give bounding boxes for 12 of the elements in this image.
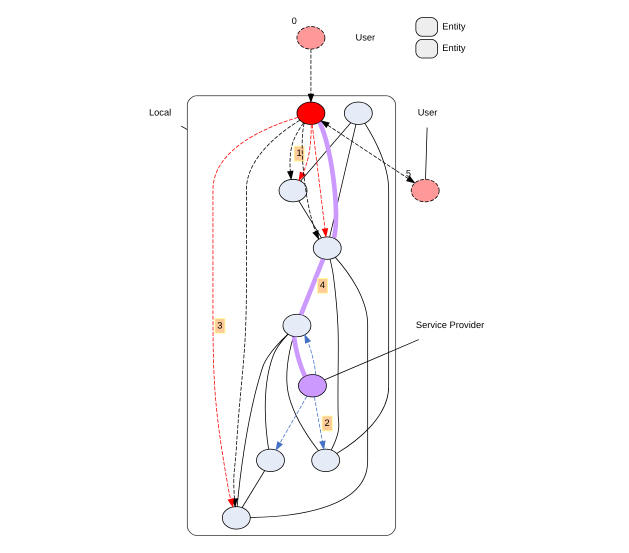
- label: User: [355, 32, 375, 42]
- node-text: Service Provider: [415, 320, 484, 330]
- node-text: User: [417, 108, 437, 118]
- legend-label: Entity: [442, 21, 466, 32]
- node-label: 5: [405, 168, 411, 179]
- legend-label: Entity: [442, 43, 466, 54]
- node-text: Local: [148, 108, 171, 118]
- edge-label: 1: [296, 148, 302, 158]
- edge-label: 4: [319, 280, 325, 290]
- edge-label: 2: [324, 418, 330, 428]
- edge-label: 3: [216, 320, 222, 330]
- node-label: 0: [291, 16, 296, 26]
